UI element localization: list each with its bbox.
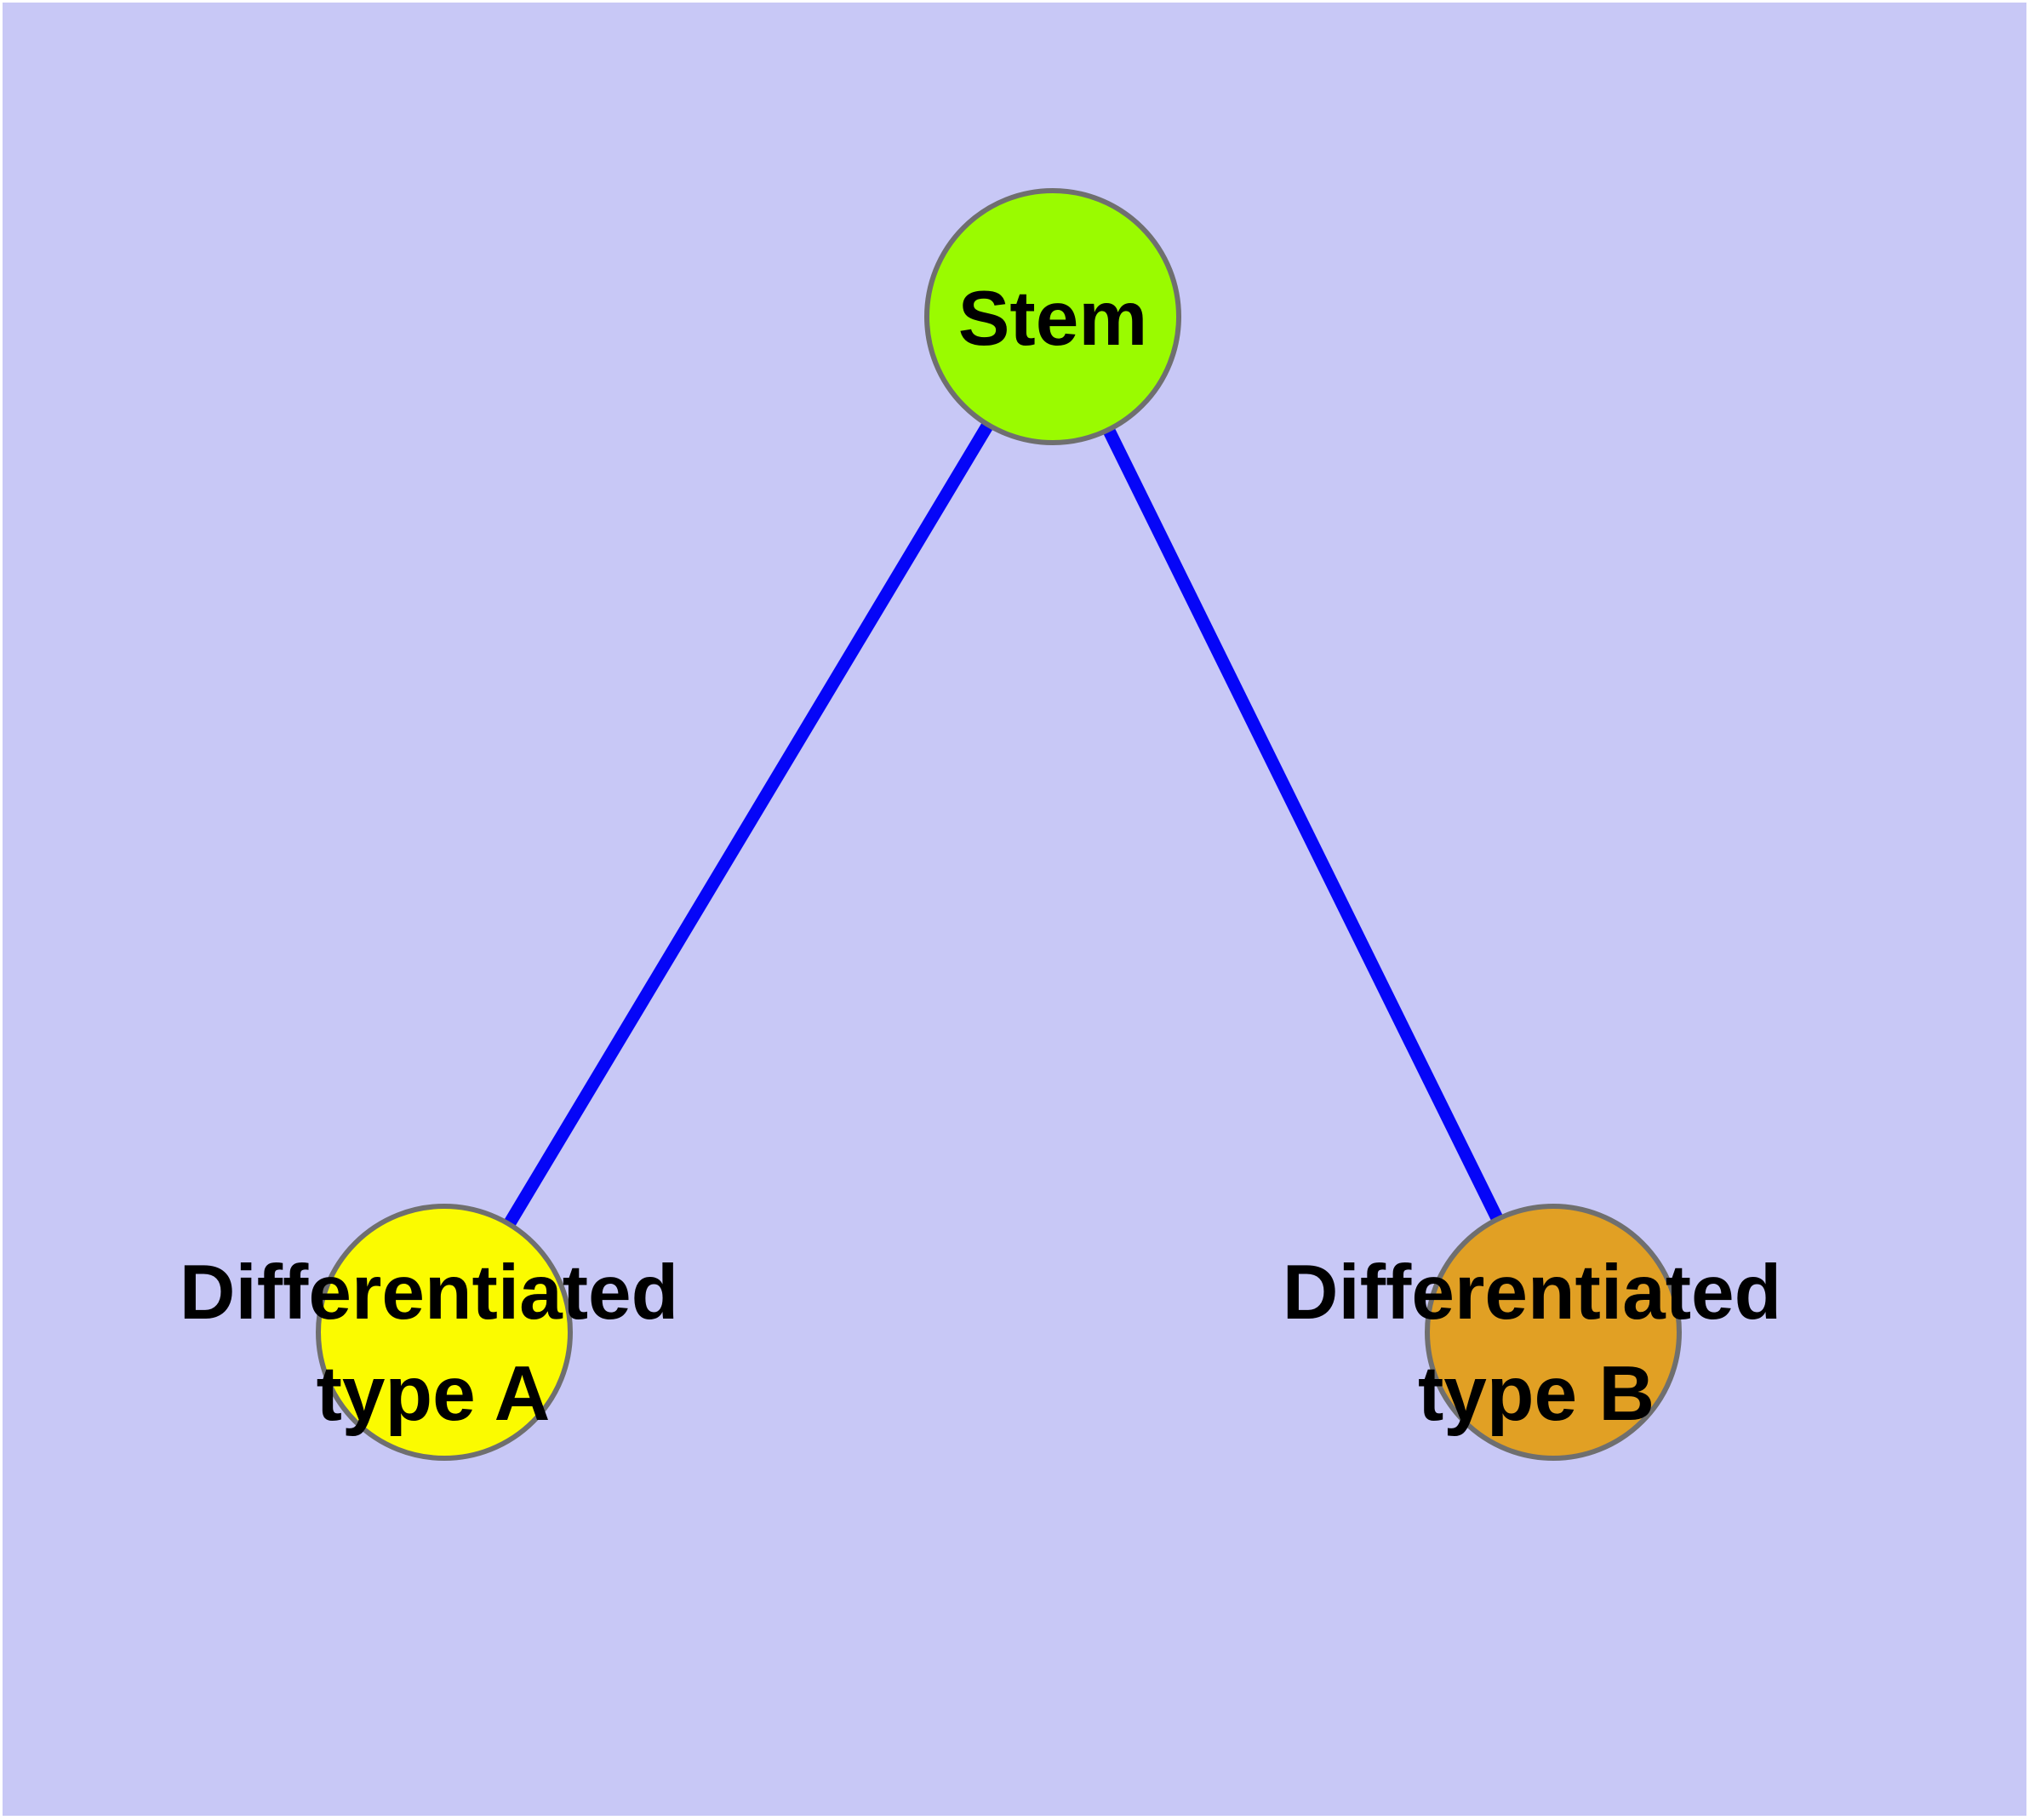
node-type-b-label-line1: Differentiated bbox=[1283, 1250, 1782, 1336]
node-stem: Stem bbox=[924, 188, 1181, 445]
node-differentiated-type-b: Differentiated type B bbox=[1283, 1204, 1782, 1461]
node-stem-circle bbox=[924, 188, 1181, 445]
edge-stem-to-type-b bbox=[1047, 313, 1559, 1336]
node-type-a-circle bbox=[316, 1204, 573, 1461]
edge-stem-to-type-a bbox=[438, 313, 1059, 1336]
node-type-b-label-line2: type B bbox=[1418, 1351, 1655, 1437]
cell-differentiation-diagram: Stem Differentiated type A Differentiate… bbox=[3, 3, 2026, 1816]
diagram-canvas: Stem Differentiated type A Differentiate… bbox=[3, 3, 2026, 1816]
node-type-b-circle bbox=[1425, 1204, 1682, 1461]
node-differentiated-type-a: Differentiated type A bbox=[180, 1204, 679, 1461]
node-type-a-label-line1: Differentiated bbox=[180, 1250, 679, 1336]
node-type-a-label-line2: type A bbox=[317, 1351, 551, 1437]
node-stem-label: Stem bbox=[958, 276, 1148, 362]
